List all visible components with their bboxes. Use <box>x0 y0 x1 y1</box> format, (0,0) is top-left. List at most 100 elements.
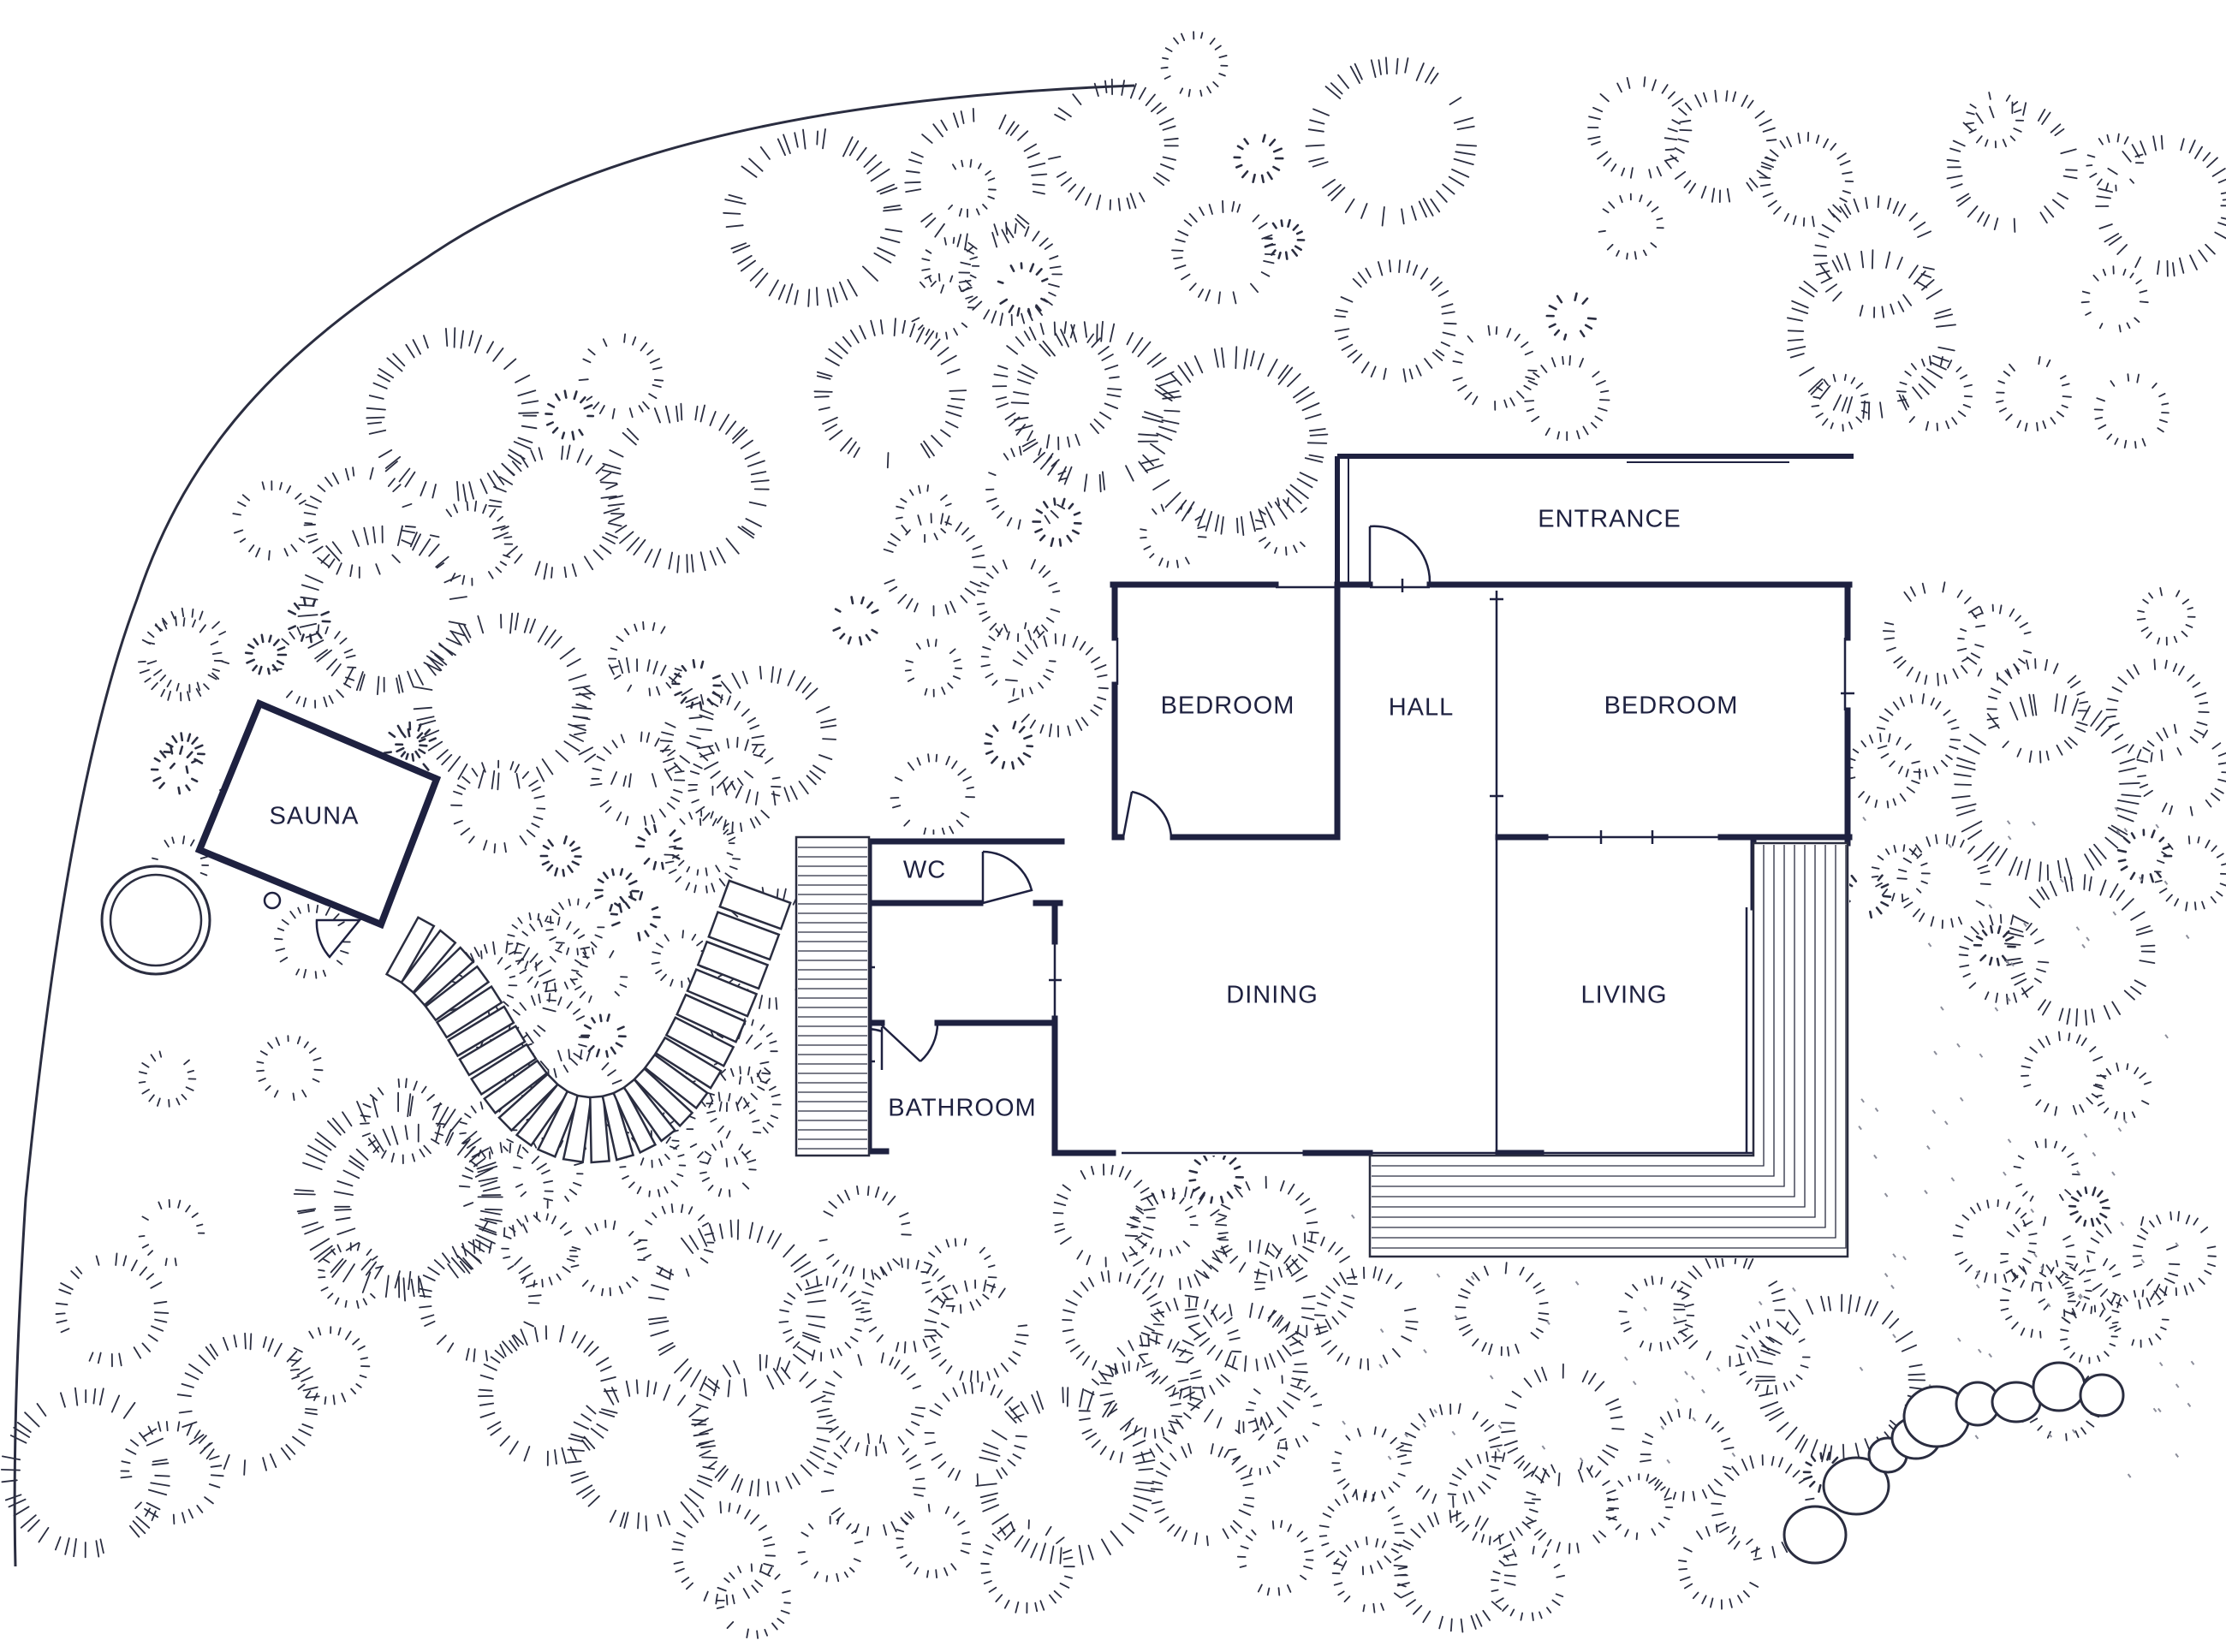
tree-icon <box>395 728 428 762</box>
tree-icon <box>1965 92 2025 149</box>
tree-icon <box>2003 874 2156 1027</box>
gravel-dot <box>2030 1208 2034 1214</box>
tree-icon <box>1845 733 1922 809</box>
gravel-dot <box>1470 1275 1475 1281</box>
stepping-stone <box>676 993 747 1043</box>
stepping-stone <box>424 965 491 1022</box>
tree-icon <box>686 1091 762 1168</box>
gravel-dot <box>2158 1362 2164 1367</box>
room-label-living: LIVING <box>1580 982 1667 1009</box>
tree-icon <box>1500 1363 1625 1487</box>
tree-icon <box>1786 249 1956 420</box>
gravel-dot <box>2059 878 2064 883</box>
tree-icon <box>477 1325 618 1466</box>
gravel-dot <box>1927 942 1932 948</box>
gravel-dot <box>1660 1425 1665 1430</box>
gravel-dot <box>2116 829 2121 835</box>
gravel-dot <box>1758 1300 1763 1306</box>
tree-icon <box>2136 587 2196 646</box>
gravel-dot <box>2075 926 2080 931</box>
tree-icon <box>1999 1263 2076 1339</box>
trees-layer <box>0 31 2226 1639</box>
tree-icon <box>458 1142 554 1238</box>
gravel-dot <box>1422 1423 1427 1428</box>
tree-icon <box>1188 1149 1244 1204</box>
stepping-stone <box>469 1043 538 1096</box>
gravel-dot <box>1692 1417 1697 1422</box>
tree-icon <box>1871 844 1931 903</box>
tree-icon <box>1130 1191 1199 1258</box>
tree-icon <box>593 868 640 913</box>
tree-icon <box>137 615 223 702</box>
tree-icon <box>1587 76 1693 179</box>
tree-icon <box>450 759 546 853</box>
gravel-dot <box>1701 1388 1705 1394</box>
tree-icon <box>1812 195 1935 318</box>
gravel-dot <box>1632 1381 1637 1386</box>
gravel-dot <box>1994 1007 1999 1012</box>
gravel-dot <box>2005 960 2010 965</box>
stepping-stone <box>384 916 436 984</box>
tree-icon <box>1078 1360 1182 1464</box>
tree-icon <box>515 915 591 993</box>
gravel-dot <box>1858 1125 1862 1131</box>
gravel-dot <box>1948 843 1952 848</box>
sauna-building <box>100 698 442 976</box>
gravel-dot <box>1574 1281 1580 1286</box>
tree-icon <box>2093 373 2169 449</box>
tree-icon <box>578 333 664 419</box>
tree-icon <box>2095 134 2226 277</box>
gravel-dot <box>1860 1098 1865 1103</box>
tree-icon <box>1032 497 1082 548</box>
tree-icon <box>1052 1163 1156 1268</box>
gravel-dot <box>2006 820 2011 825</box>
gravel-dot <box>1979 1053 1984 1058</box>
tree-icon <box>0 1387 170 1559</box>
tree-icon <box>580 1013 627 1058</box>
tree-icon <box>705 1066 782 1139</box>
tree-icon <box>567 1379 718 1532</box>
gravel-dot <box>2003 1171 2007 1176</box>
tree-icon <box>2021 1031 2107 1116</box>
tree-icon <box>1896 834 1991 930</box>
tree-icon <box>1951 693 2142 882</box>
tree-icon <box>2094 1062 2152 1121</box>
gravel-dot <box>2123 1119 2128 1124</box>
tree-icon <box>1245 1375 1323 1451</box>
tree-icon <box>2080 265 2149 333</box>
tree-icon <box>333 1123 503 1293</box>
tree-icon <box>715 1563 791 1639</box>
tree-icon <box>1229 1417 1289 1476</box>
gravel-dot <box>1975 1270 1980 1275</box>
gravel-dot <box>1673 1316 1677 1321</box>
gravel-dot <box>2111 1171 2116 1176</box>
tree-icon <box>570 948 628 1003</box>
tree-icon <box>1999 1216 2076 1292</box>
gravel-dot <box>2117 1127 2122 1132</box>
stepping-stone <box>435 984 503 1039</box>
tree-icon <box>293 1091 503 1302</box>
tree-icon <box>647 1219 826 1398</box>
tree-icon <box>1491 1545 1565 1621</box>
tree-icon <box>1140 503 1207 568</box>
tree-icon <box>303 466 416 579</box>
tree-icon <box>1545 292 1597 341</box>
tree-icon <box>1399 1403 1503 1508</box>
tree-icon <box>904 108 1048 251</box>
tree-icon <box>821 1352 926 1457</box>
tree-icon <box>832 596 879 646</box>
rocks <box>1783 1361 2125 1565</box>
gravel-dot <box>1624 1356 1628 1361</box>
gravel-dot <box>1892 1334 1896 1339</box>
stepping-stone <box>707 910 781 961</box>
gravel-dot <box>1379 1328 1384 1334</box>
gravel-dot <box>2077 1294 2082 1300</box>
gravel-dot <box>2033 1253 2038 1258</box>
gravel-dot <box>1387 1455 1392 1460</box>
tree-icon <box>1048 78 1179 211</box>
tree-icon <box>1640 1408 1735 1502</box>
gravel-dot <box>1926 1144 1931 1150</box>
gravel-dot <box>2164 880 2169 886</box>
tree-icon <box>2105 658 2210 763</box>
tree-icon <box>1973 924 2016 966</box>
